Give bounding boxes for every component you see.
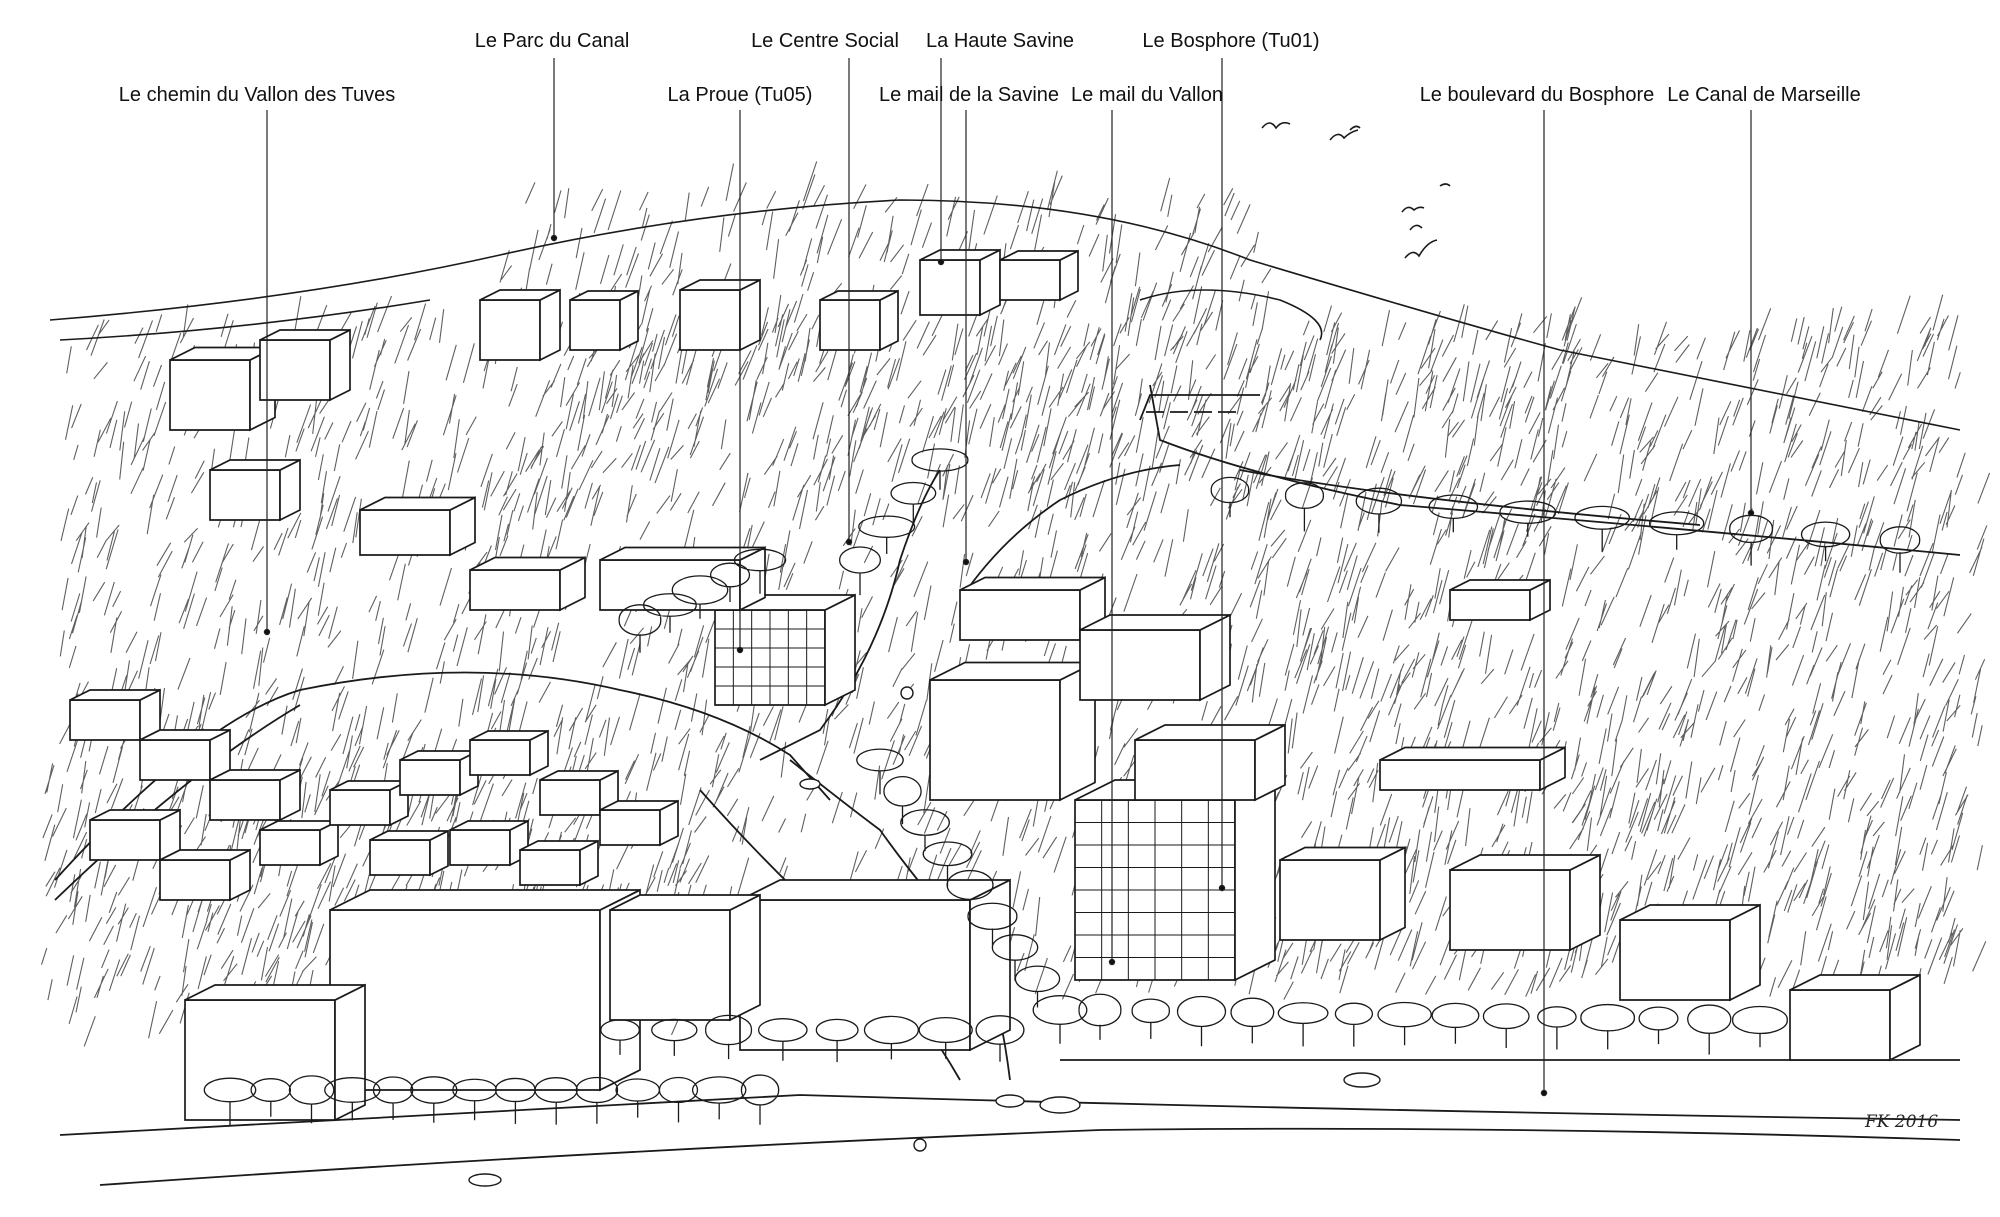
building-linear-east xyxy=(1379,746,1566,792)
house-5 xyxy=(159,848,251,902)
building-hill-west-2 xyxy=(359,496,476,557)
building-east-3 xyxy=(1619,903,1761,1002)
building-east-2 xyxy=(1279,846,1406,942)
leader-parc-du-canal xyxy=(550,58,558,242)
vehicles xyxy=(468,686,1381,1187)
building-le-bosphore xyxy=(1074,778,1276,982)
facade-le-bosphore xyxy=(1075,800,1235,980)
house-9 xyxy=(469,729,549,777)
house-8 xyxy=(399,749,479,797)
leader-lines xyxy=(263,58,1755,1097)
house-10 xyxy=(539,769,619,817)
leader-centre-social xyxy=(845,58,853,546)
leader-proue-tu05 xyxy=(736,110,744,654)
label-canal-marseille: Le Canal de Marseille xyxy=(1667,84,1861,106)
house-6 xyxy=(259,819,339,867)
building-east-corner xyxy=(1789,973,1921,1062)
building-hill-west-1 xyxy=(209,458,301,522)
label-boulevard-bosphore: Le boulevard du Bosphore xyxy=(1419,84,1655,106)
facade-la-proue xyxy=(715,610,825,705)
house-11 xyxy=(599,799,679,847)
leader-mail-savine xyxy=(962,110,970,566)
building-bosphore-upper xyxy=(1134,723,1286,802)
hills-outline xyxy=(49,199,1961,431)
artist-signature: FK 2016 xyxy=(1865,1112,1939,1132)
label-proue-tu05: La Proue (Tu05) xyxy=(667,84,813,106)
house-2 xyxy=(139,728,231,782)
buildings-group xyxy=(69,248,1921,1122)
birds xyxy=(1261,121,1451,259)
canal-path xyxy=(1139,384,1961,556)
label-haute-savine: La Haute Savine xyxy=(926,30,1074,52)
leader-canal-marseille xyxy=(1747,110,1755,517)
building-la-proue xyxy=(714,593,856,707)
building-front-left xyxy=(184,983,366,1122)
leader-boulevard-bosphore xyxy=(1540,110,1548,1097)
building-mid-1 xyxy=(599,546,766,612)
tree-canopies xyxy=(203,448,1921,1126)
label-parc-du-canal: Le Parc du Canal xyxy=(474,30,630,52)
house-4 xyxy=(89,808,181,862)
house-12 xyxy=(369,829,449,877)
building-haute-savine-2 xyxy=(999,249,1079,302)
label-bosphore-tu01: Le Bosphore (Tu01) xyxy=(1142,30,1320,52)
building-vallon-mid xyxy=(1079,613,1231,702)
building-tower-1 xyxy=(479,288,561,362)
building-mid-2 xyxy=(469,556,586,612)
house-14 xyxy=(519,839,599,887)
building-tower-4 xyxy=(819,289,899,352)
building-east-1 xyxy=(1449,853,1601,952)
house-3 xyxy=(209,768,301,822)
leader-bosphore-tu01 xyxy=(1218,58,1226,892)
building-vallon-tuves-2 xyxy=(259,328,351,402)
house-13 xyxy=(449,819,529,867)
leader-mail-vallon xyxy=(1108,110,1116,966)
building-slab-left xyxy=(329,888,641,1092)
label-centre-social: Le Centre Social xyxy=(751,30,899,52)
building-bosphore-blvd xyxy=(1449,578,1551,622)
building-small-front xyxy=(609,893,761,1022)
building-haute-savine-1 xyxy=(919,248,1001,317)
label-mail-savine: Le mail de la Savine xyxy=(878,84,1060,106)
leader-haute-savine xyxy=(937,58,945,266)
house-7 xyxy=(329,779,409,827)
tree-strokes xyxy=(203,448,1921,1126)
building-savine-low xyxy=(959,576,1106,642)
building-mail-vallon xyxy=(929,661,1096,802)
label-chemin-vallon-tuves: Le chemin du Vallon des Tuves xyxy=(118,84,396,106)
house-1 xyxy=(69,688,161,742)
building-tower-3 xyxy=(679,278,761,352)
building-tower-2 xyxy=(569,289,639,352)
leader-chemin-vallon-tuves xyxy=(263,110,271,636)
label-mail-vallon: Le mail du Vallon xyxy=(1071,84,1223,106)
